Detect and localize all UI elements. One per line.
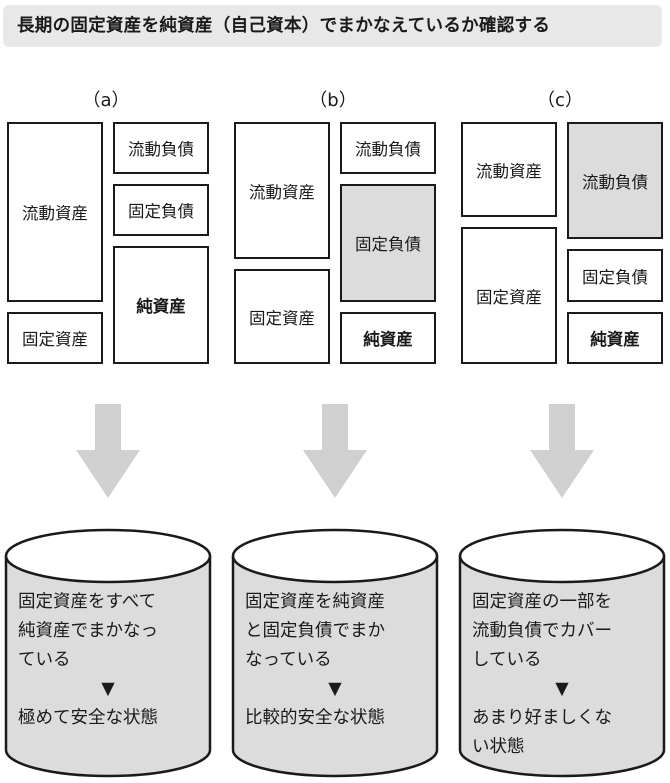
c-current-liabilities-box: 流動負債 (567, 122, 663, 239)
c-verdict-line: い状態 (472, 737, 525, 757)
b-result-cylinder (231, 528, 439, 778)
b-down-triangle-icon: ▼ (328, 679, 342, 699)
c-result-text: 固定資産の一部を 流動負債でカバー している ▼ あまり好ましくな い状態 (472, 588, 652, 762)
c-fixed-liabilities-box: 固定負債 (567, 249, 663, 302)
a-down-triangle-icon: ▼ (101, 679, 115, 699)
a-result-line: ている (18, 650, 71, 670)
a-fixed-liabilities-box: 固定負債 (113, 184, 209, 236)
a-verdict-line: 極めて安全な状態 (18, 708, 158, 728)
column-label-b: （b） (309, 90, 357, 111)
b-fixed-liabilities-box: 固定負債 (340, 184, 436, 302)
c-net-assets-box: 純資産 (567, 312, 663, 364)
c-down-triangle-icon: ▼ (555, 679, 569, 699)
c-result-line: している (472, 650, 542, 670)
a-result-line: 純資産でまかなっ (18, 621, 158, 641)
c-result-line: 固定資産の一部を (472, 592, 612, 612)
c-result-cylinder (458, 528, 666, 778)
b-net-assets-box: 純資産 (340, 312, 436, 364)
b-verdict-line: 比較的安全な状態 (245, 708, 385, 728)
b-result-line: なっている (245, 650, 332, 670)
c-fixed-assets-box: 固定資産 (461, 227, 557, 364)
c-verdict-line: あまり好ましくな (472, 708, 612, 728)
b-current-assets-box: 流動資産 (234, 122, 330, 259)
c-current-assets-box: 流動資産 (461, 122, 557, 217)
a-fixed-assets-box: 固定資産 (7, 312, 103, 364)
b-result-line: 固定資産を純資産 (245, 592, 385, 612)
c-result-line: 流動負債でカバー (472, 621, 612, 641)
a-down-arrow-icon (76, 404, 140, 498)
diagram-title: 長期の固定資産を純資産（自己資本）でまかなえているか確認する (17, 16, 551, 36)
b-result-line: と固定負債でまか (245, 621, 385, 641)
a-result-line: 固定資産をすべて (18, 592, 157, 612)
c-down-arrow-icon (530, 404, 594, 498)
title-bar: 長期の固定資産を純資産（自己資本）でまかなえているか確認する (3, 5, 662, 47)
a-current-liabilities-box: 流動負債 (113, 122, 209, 174)
a-current-assets-box: 流動資産 (7, 122, 103, 302)
b-fixed-assets-box: 固定資産 (234, 269, 330, 364)
b-result-text: 固定資産を純資産 と固定負債でまか なっている ▼ 比較的安全な状態 (245, 588, 425, 733)
column-label-a: （a） (82, 90, 130, 111)
b-current-liabilities-box: 流動負債 (340, 122, 436, 174)
a-net-assets-box: 純資産 (113, 246, 209, 364)
a-result-cylinder (4, 528, 212, 778)
column-label-c: （c） (537, 90, 583, 111)
b-down-arrow-icon (303, 404, 367, 498)
a-result-text: 固定資産をすべて 純資産でまかなっ ている ▼ 極めて安全な状態 (18, 588, 198, 733)
